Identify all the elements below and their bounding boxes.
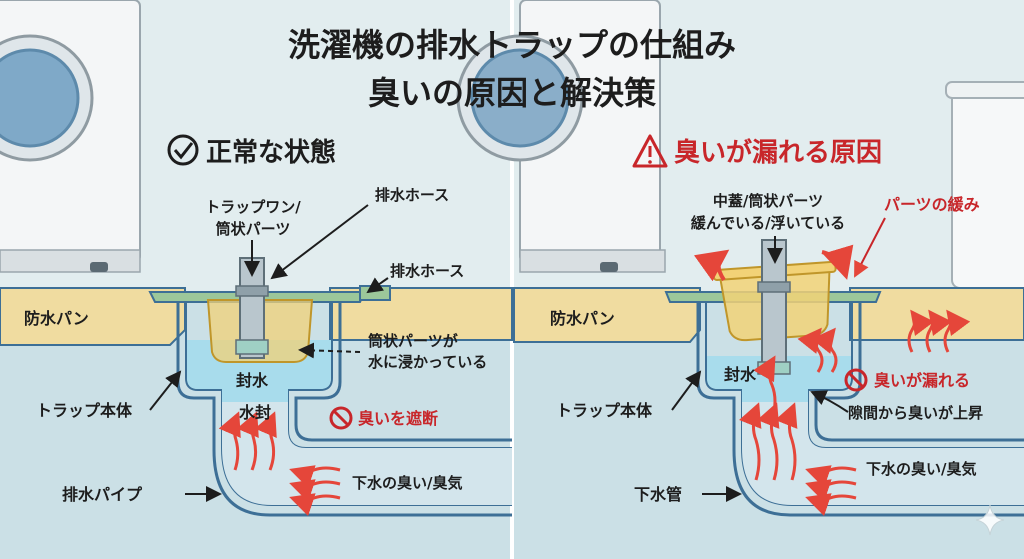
label-blocks-smell: 臭いを遮断 (358, 409, 438, 428)
label-trap-body-left: トラップ本体 (36, 401, 133, 420)
label-waterproof-pan-right: 防水パン (550, 309, 615, 328)
washing-machine-left (0, 0, 141, 273)
label-lid-tube-2: 緩んでいる/浮いている (691, 214, 845, 232)
label-tube-immersed-2: 水に浸かっている (368, 353, 487, 371)
label-sewer-smell-left: 下水の臭い/臭気 (352, 474, 462, 492)
label-drain-hose-side: 排水ホース (390, 262, 464, 280)
label-water-seal-2: 水封 (239, 403, 271, 422)
label-tube-immersed-1: 筒状パーツが (368, 332, 459, 350)
label-sewer-smell-right: 下水の臭い/臭気 (866, 460, 976, 478)
water-seal-right (707, 356, 851, 402)
label-parts-loose: パーツの緩み (884, 195, 980, 214)
smell-arrows-left (218, 411, 341, 517)
smell-arrows-right (693, 244, 971, 517)
check-circle-icon (167, 134, 199, 166)
prohibit-icon-left (329, 406, 353, 430)
label-waterproof-pan-left: 防水パン (24, 309, 89, 328)
panel-divider (510, 0, 514, 559)
warning-triangle-icon (632, 134, 668, 168)
label-water-seal-right: 封水 (724, 365, 757, 384)
label-smell-leaks: 臭いが漏れる (874, 371, 970, 390)
sparkle-icon (975, 504, 1005, 536)
label-lid-tube-1: 中蓋/筒状パーツ (713, 192, 823, 210)
title: 洗濯機の排水トラップの仕組み 臭いの原因と解決策 (288, 26, 736, 112)
left-heading: 正常な状態 (206, 137, 336, 168)
label-drain-pipe: 排水パイプ (62, 485, 143, 504)
title-line-2: 臭いの原因と解決策 (368, 74, 656, 112)
prohibit-icon-right (844, 368, 868, 392)
cabinet-right (945, 81, 1024, 289)
washing-machine-right (456, 0, 666, 273)
label-drain-hose-top: 排水ホース (375, 186, 449, 204)
label-tube-part: 筒状パーツ (216, 220, 291, 238)
label-sewer-pipe: 下水管 (634, 485, 682, 504)
label-gap-smell: 隙間から臭いが上昇 (848, 404, 983, 422)
title-line-1: 洗濯機の排水トラップの仕組み (288, 26, 736, 64)
right-heading: 臭いが漏れる原因 (674, 137, 882, 168)
label-water-seal-left: 封水 (236, 371, 269, 390)
label-trap-one: トラップワン/ (205, 198, 301, 216)
label-trap-body-right: トラップ本体 (556, 401, 653, 420)
